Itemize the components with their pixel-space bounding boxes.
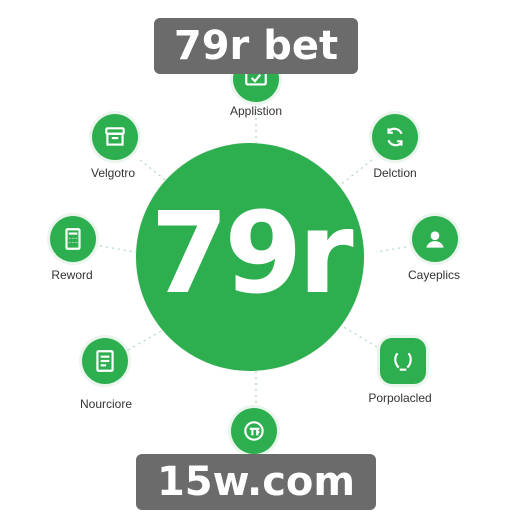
domain-banner-bottom: 15w.com	[136, 454, 376, 510]
node-lower-left-label: Nourciore	[79, 397, 133, 411]
connector-lower-right	[341, 325, 383, 351]
connector-lower-left	[127, 325, 171, 351]
user-icon	[426, 231, 444, 248]
node-mid-left[interactable]	[50, 216, 96, 262]
calculator-icon	[65, 228, 81, 250]
refresh-arrows-icon	[387, 127, 403, 147]
tf-badge-icon	[244, 421, 264, 441]
node-upper-left-label: Velgotro	[90, 166, 136, 180]
node-lower-right-label: Porpolacled	[368, 391, 432, 405]
node-upper-right-label: Delction	[373, 166, 417, 180]
node-mid-right-label: Cayeplics	[407, 268, 461, 282]
node-lower-left[interactable]	[82, 338, 128, 384]
connector-upper-right	[333, 159, 373, 191]
node-upper-left[interactable]	[92, 114, 138, 160]
connector-mid-right	[375, 245, 413, 253]
brand-logo-text: 79r	[150, 189, 353, 319]
node-upper-right[interactable]	[372, 114, 418, 160]
node-bottom[interactable]	[231, 408, 277, 454]
node-top-label: Applistion	[229, 104, 283, 118]
brand-banner-top: 79r bet	[154, 18, 358, 74]
laurel-wreath-icon	[394, 352, 412, 371]
brand-hub: 79r	[136, 143, 364, 371]
node-mid-right[interactable]	[412, 216, 458, 262]
node-lower-right[interactable]	[380, 338, 426, 384]
connector-mid-left	[99, 245, 137, 253]
storefront-icon	[105, 127, 125, 146]
connector-upper-left	[139, 159, 179, 191]
document-list-icon	[96, 350, 114, 372]
node-mid-left-label: Reword	[51, 268, 93, 282]
